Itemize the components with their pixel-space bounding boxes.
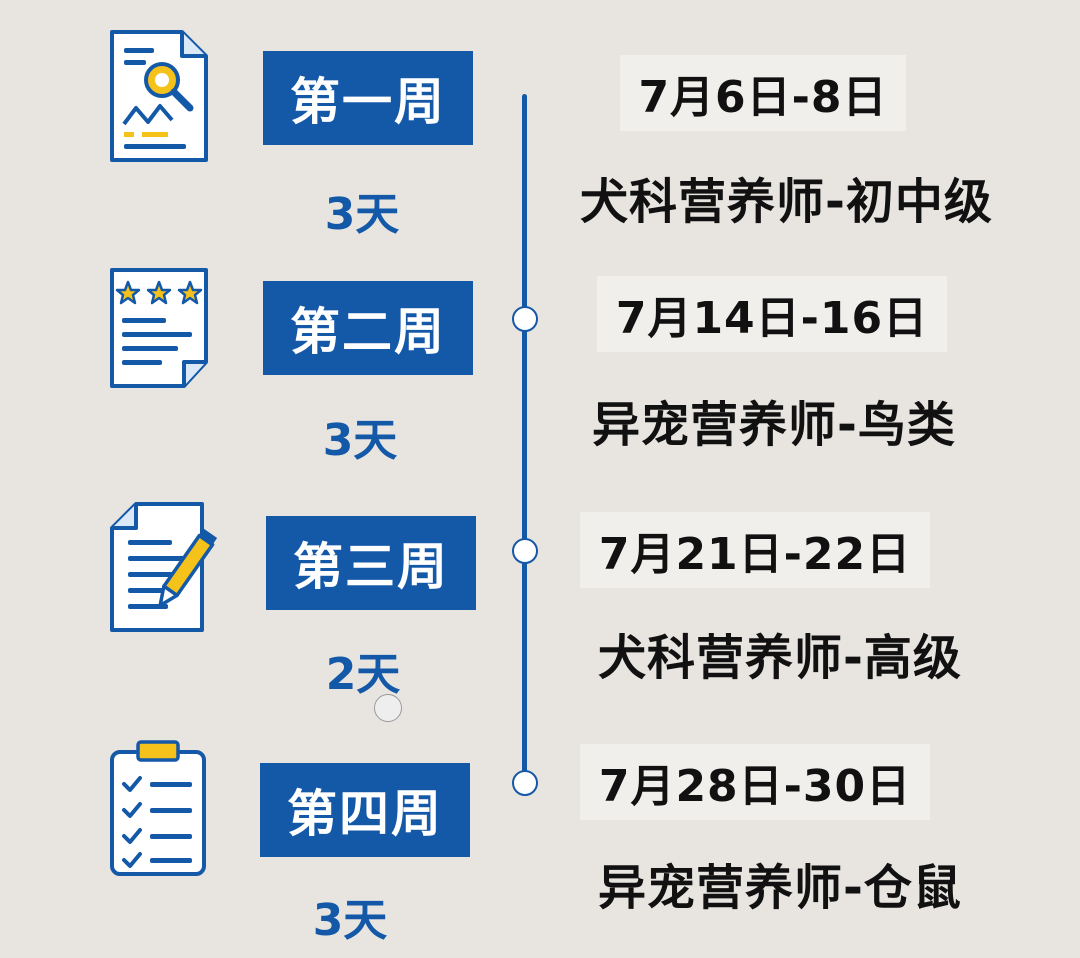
timeline-line bbox=[522, 94, 527, 774]
duration-label: 3天 bbox=[324, 189, 400, 240]
floating-circle bbox=[374, 694, 402, 722]
course-name: 异宠营养师-鸟类 bbox=[592, 397, 956, 453]
clipboard-checklist-icon bbox=[108, 738, 208, 878]
week-label: 第一周 bbox=[263, 51, 473, 145]
timeline-node bbox=[512, 306, 538, 332]
course-name: 犬科营养师-初中级 bbox=[580, 174, 993, 230]
week-label: 第二周 bbox=[263, 281, 473, 375]
course-name: 异宠营养师-仓鼠 bbox=[598, 860, 962, 916]
timeline-node bbox=[512, 770, 538, 796]
date-range: 7月21日-22日 bbox=[580, 512, 930, 588]
date-range: 7月28日-30日 bbox=[580, 744, 930, 820]
report-search-icon bbox=[106, 28, 210, 166]
date-range: 7月14日-16日 bbox=[597, 276, 947, 352]
week-label: 第三周 bbox=[266, 516, 476, 610]
date-range: 7月6日-8日 bbox=[620, 55, 906, 131]
week-label: 第四周 bbox=[260, 763, 470, 857]
document-pencil-icon bbox=[106, 500, 232, 636]
duration-label: 3天 bbox=[322, 415, 398, 466]
duration-label: 2天 bbox=[325, 649, 401, 700]
duration-label: 3天 bbox=[312, 895, 388, 946]
rating-document-icon bbox=[106, 266, 212, 390]
course-name: 犬科营养师-高级 bbox=[598, 630, 962, 686]
timeline-node bbox=[512, 538, 538, 564]
